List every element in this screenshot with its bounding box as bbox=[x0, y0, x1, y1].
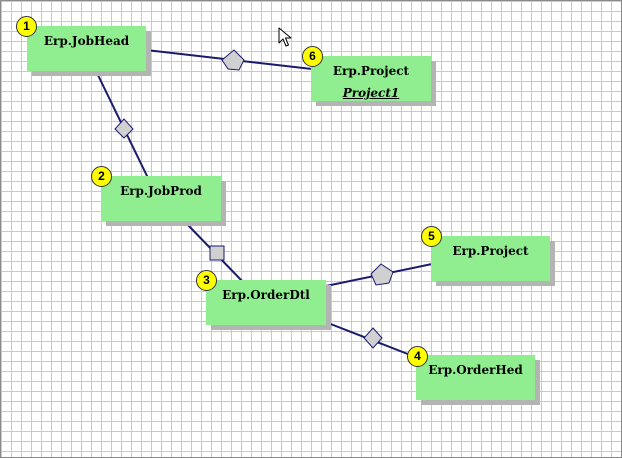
node-title: Erp.OrderHed bbox=[428, 363, 523, 377]
table-node-jobhead[interactable]: Erp.JobHead bbox=[27, 26, 146, 71]
link-marker-diamond[interactable] bbox=[114, 118, 134, 139]
node-title: Erp.JobProd bbox=[120, 184, 202, 198]
node-number-badge: 1 bbox=[16, 16, 37, 37]
node-title: Erp.JobHead bbox=[43, 34, 130, 48]
node-number-badge: 5 bbox=[421, 226, 442, 247]
node-number-badge: 6 bbox=[302, 46, 323, 67]
node-number-badge: 2 bbox=[91, 166, 112, 187]
node-number-badge: 4 bbox=[407, 346, 428, 367]
node-title: Erp.Project bbox=[452, 244, 529, 258]
node-title: Erp.Project bbox=[332, 64, 410, 78]
node-title: Erp.OrderDtl bbox=[222, 288, 310, 302]
node-alias: Project1 bbox=[342, 86, 400, 100]
link-marker-pentagon-diamond[interactable] bbox=[370, 263, 394, 286]
link-marker-diamond[interactable] bbox=[363, 327, 383, 349]
link-marker-pentagon-diamond[interactable] bbox=[221, 49, 245, 71]
table-node-orderdtl[interactable]: Erp.OrderDtl bbox=[206, 280, 326, 325]
table-node-project1[interactable]: Erp.Project Project1 bbox=[311, 56, 431, 101]
mouse-pointer-icon bbox=[278, 27, 292, 47]
link-marker-square[interactable] bbox=[209, 245, 225, 261]
table-node-project[interactable]: Erp.Project bbox=[431, 236, 550, 281]
table-node-orderhed[interactable]: Erp.OrderHed bbox=[416, 355, 535, 400]
table-node-jobprod[interactable]: Erp.JobProd bbox=[101, 176, 221, 221]
node-number-badge: 3 bbox=[196, 270, 217, 291]
